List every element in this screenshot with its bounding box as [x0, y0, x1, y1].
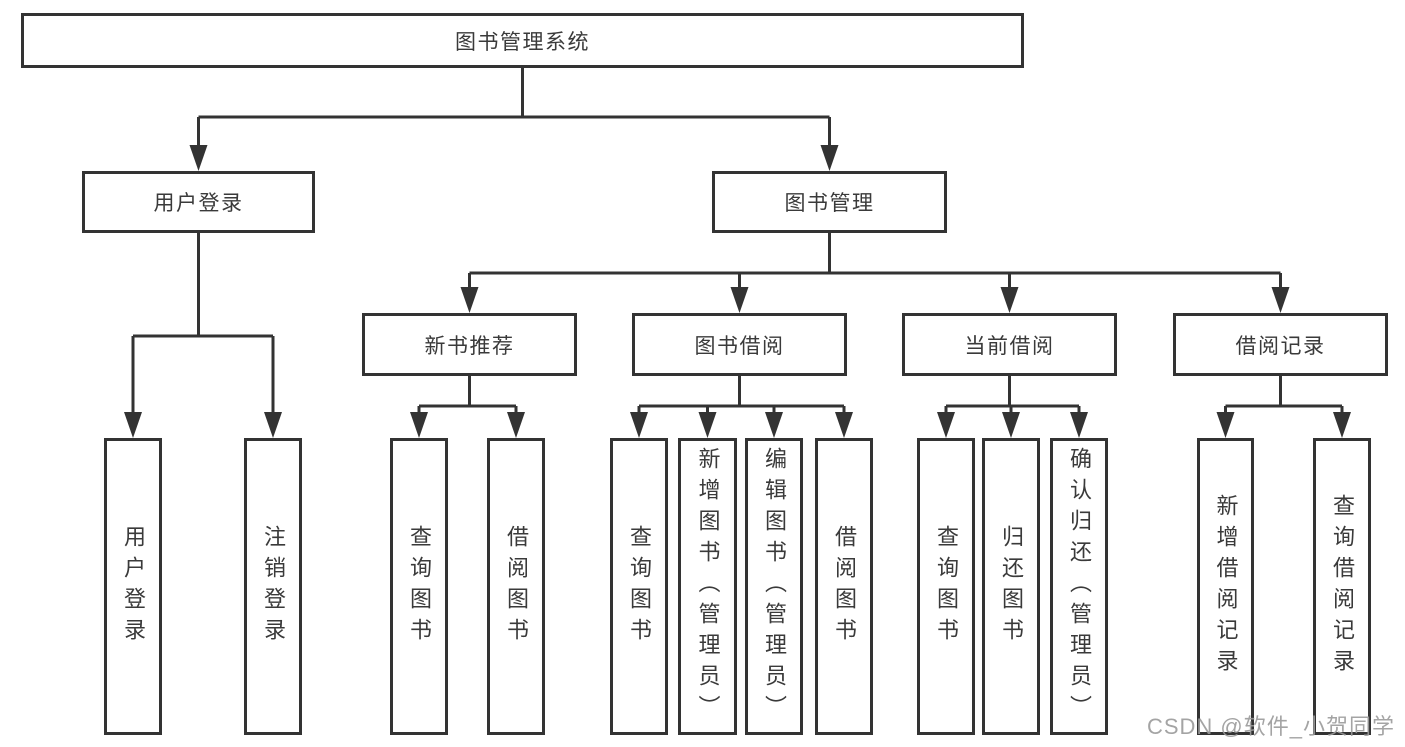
node-book-borrowing-label: 图书借阅: [694, 334, 785, 358]
node-leaf-query-books-borrowing-label: 查询图书: [627, 524, 652, 649]
node-leaf-user-login-label: 用户登录: [121, 524, 146, 649]
node-leaf-query-books-recommend-label: 查询图书: [407, 524, 432, 649]
csdn-watermark: CSDN @软件_小贺同学: [1146, 714, 1395, 739]
node-leaf-confirm-return-admin: 确认归还（管理员）: [1050, 438, 1108, 735]
node-leaf-borrow-books-recommend-label: 借阅图书: [504, 524, 529, 649]
node-leaf-logout-label: 注销登录: [261, 524, 286, 649]
node-leaf-confirm-return-admin-label: 确认归还（管理员）: [1067, 447, 1092, 726]
node-book-management-module: 图书管理: [712, 171, 947, 233]
node-leaf-user-login: 用户登录: [104, 438, 162, 735]
node-user-login-module: 用户登录: [82, 171, 315, 233]
node-book-management-module-label: 图书管理: [784, 192, 875, 215]
node-leaf-return-book-label: 归还图书: [999, 524, 1024, 649]
node-leaf-add-borrow-record: 新增借阅记录: [1197, 438, 1254, 735]
node-leaf-add-book-admin-label: 新增图书（管理员）: [695, 447, 721, 726]
node-leaf-query-borrow-record: 查询借阅记录: [1313, 438, 1371, 735]
node-leaf-borrow-books-recommend: 借阅图书: [487, 438, 545, 735]
node-leaf-query-books-current-label: 查询图书: [934, 524, 959, 649]
node-leaf-add-book-admin: 新增图书（管理员）: [678, 438, 737, 735]
node-borrowing-records: 借阅记录: [1173, 313, 1388, 376]
node-leaf-edit-book-admin-label: 编辑图书（管理员）: [762, 447, 787, 726]
node-leaf-add-borrow-record-label: 新增借阅记录: [1213, 493, 1239, 680]
node-book-borrowing: 图书借阅: [632, 313, 847, 376]
node-leaf-query-books-recommend: 查询图书: [390, 438, 448, 735]
arrowhead-icons: [124, 145, 1351, 438]
node-leaf-borrow-books-borrowing-label: 借阅图书: [832, 524, 857, 649]
node-leaf-logout: 注销登录: [244, 438, 302, 735]
node-leaf-borrow-books-borrowing: 借阅图书: [815, 438, 873, 735]
node-leaf-query-books-borrowing: 查询图书: [610, 438, 668, 735]
node-new-book-recommend-label: 新书推荐: [424, 334, 515, 358]
node-new-book-recommend: 新书推荐: [362, 313, 577, 376]
node-leaf-query-borrow-record-label: 查询借阅记录: [1330, 493, 1355, 680]
node-current-borrowing: 当前借阅: [902, 313, 1117, 376]
node-library-system: 图书管理系统: [21, 13, 1024, 68]
node-leaf-return-book: 归还图书: [982, 438, 1040, 735]
node-leaf-edit-book-admin: 编辑图书（管理员）: [745, 438, 803, 735]
node-library-system-label: 图书管理系统: [455, 30, 590, 54]
node-borrowing-records-label: 借阅记录: [1235, 334, 1326, 358]
node-current-borrowing-label: 当前借阅: [964, 334, 1055, 358]
node-user-login-module-label: 用户登录: [153, 192, 244, 215]
node-leaf-query-books-current: 查询图书: [917, 438, 975, 735]
